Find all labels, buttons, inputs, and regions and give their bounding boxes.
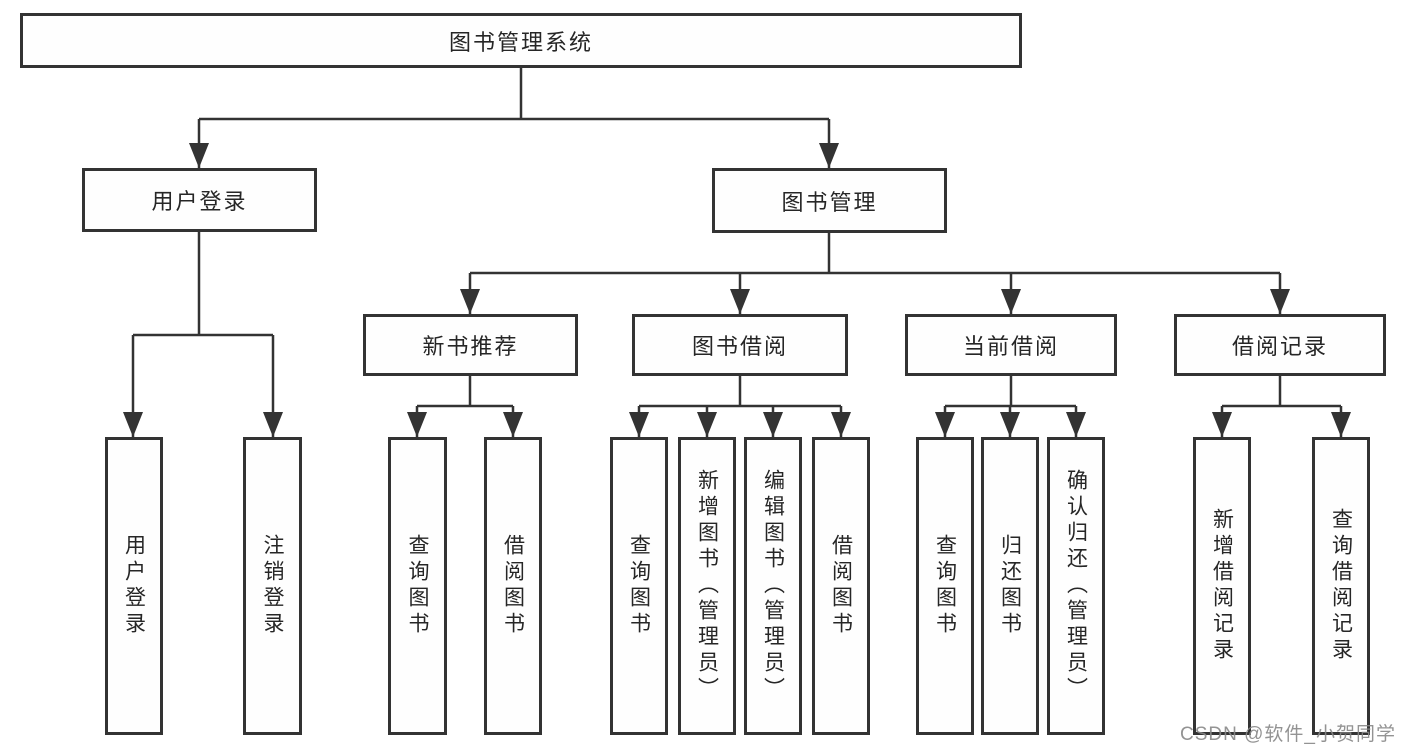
node-new-book-recommendation: 新书推荐 bbox=[363, 314, 578, 376]
node-label: 借阅图书 bbox=[829, 534, 853, 638]
node-label: 用户登录 bbox=[122, 534, 146, 638]
leaf-confirm-return-admin: 确认归还（管理员） bbox=[1047, 437, 1105, 735]
node-label: 新增借阅记录 bbox=[1210, 508, 1234, 664]
node-borrowing-records: 借阅记录 bbox=[1174, 314, 1386, 376]
node-label: 图书借阅 bbox=[691, 334, 788, 359]
node-label: 查询借阅记录 bbox=[1329, 508, 1353, 664]
leaf-query-books-recommend: 查询图书 bbox=[388, 437, 447, 735]
node-current-borrowing: 当前借阅 bbox=[905, 314, 1117, 376]
node-label: 查询图书 bbox=[406, 534, 429, 638]
node-book-borrowing: 图书借阅 bbox=[632, 314, 848, 376]
node-book-management-system: 图书管理系统 bbox=[20, 13, 1022, 68]
node-user-login: 用户登录 bbox=[82, 168, 317, 232]
node-label: 借阅记录 bbox=[1231, 334, 1328, 359]
node-label: 新增图书（管理员） bbox=[695, 469, 719, 703]
node-label: 查询图书 bbox=[627, 534, 651, 638]
node-label: 当前借阅 bbox=[962, 334, 1059, 359]
leaf-add-books-admin: 新增图书（管理员） bbox=[678, 437, 736, 735]
node-label: 归还图书 bbox=[998, 534, 1022, 638]
node-label: 编辑图书（管理员） bbox=[761, 469, 785, 703]
node-label: 借阅图书 bbox=[501, 534, 525, 638]
leaf-return-books: 归还图书 bbox=[981, 437, 1039, 735]
leaf-query-books-borrowing: 查询图书 bbox=[610, 437, 668, 735]
csdn-watermark: CSDN @软件_小贺同学 bbox=[1180, 724, 1396, 745]
node-label: 确认归还（管理员） bbox=[1064, 469, 1088, 703]
node-label: 注销登录 bbox=[261, 534, 284, 638]
node-label: 新书推荐 bbox=[422, 334, 519, 359]
node-book-management: 图书管理 bbox=[712, 168, 947, 233]
leaf-query-books-current: 查询图书 bbox=[916, 437, 974, 735]
leaf-add-borrow-record: 新增借阅记录 bbox=[1193, 437, 1251, 735]
node-label: 图书管理系统 bbox=[448, 29, 593, 55]
node-label: 查询图书 bbox=[933, 534, 957, 638]
leaf-user-login: 用户登录 bbox=[105, 437, 163, 735]
leaf-borrow-books-recommend: 借阅图书 bbox=[484, 437, 542, 735]
leaf-edit-books-admin: 编辑图书（管理员） bbox=[744, 437, 802, 735]
leaf-borrow-books: 借阅图书 bbox=[812, 437, 870, 735]
node-label: 用户登录 bbox=[151, 189, 248, 214]
leaf-query-borrow-record: 查询借阅记录 bbox=[1312, 437, 1370, 735]
leaf-logout: 注销登录 bbox=[243, 437, 302, 735]
node-label: 图书管理 bbox=[781, 189, 878, 215]
